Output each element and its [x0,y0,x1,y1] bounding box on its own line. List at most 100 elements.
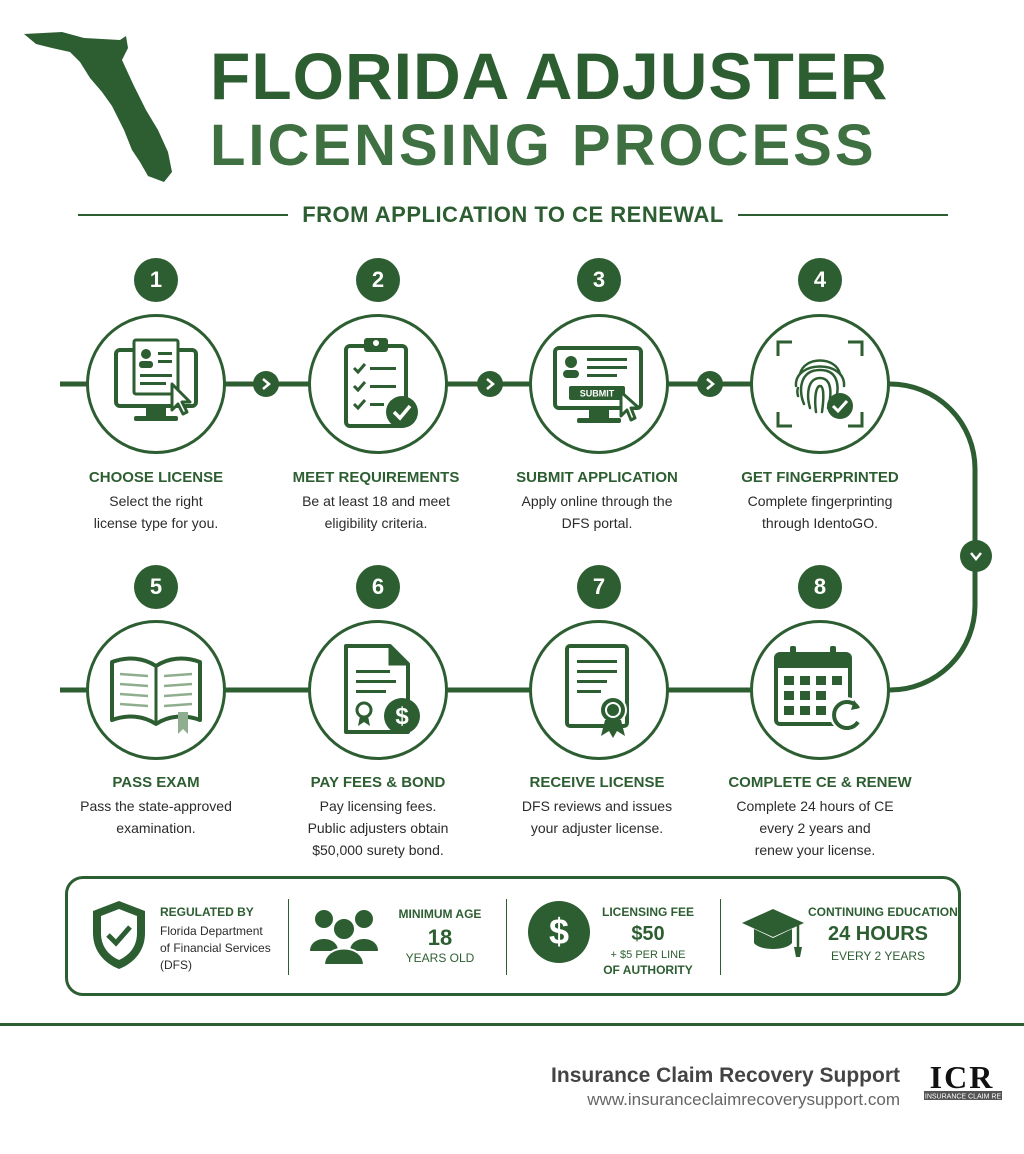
step-5-desc-line-2: examination. [116,820,196,836]
computer-submit-icon: SUBMIT [553,346,643,423]
florida-map-icon [24,32,172,182]
fee-label: LICENSING FEE [601,905,694,919]
step-1-desc-line-2: license type for you. [93,515,219,531]
regulated-line-3: (DFS) [160,958,192,972]
step-2-number: 2 [356,258,400,302]
step-4-desc-line-1: Complete fingerprinting [747,493,893,509]
step-4-description: Complete fingerprinting through IdentoGO… [710,490,930,534]
open-book-icon [110,656,202,734]
title-line-2: LICENSING PROCESS [210,113,877,178]
subtitle-rule-right [737,214,948,216]
footer-rule [0,1023,1024,1026]
fee-note-1: + $5 PER LINE [610,949,686,961]
step-6-desc-line-1: Pay licensing fees. [319,798,437,814]
fee-note-2: OF AUTHORITY [603,963,693,977]
step-6-number: 6 [356,565,400,609]
info-divider [720,899,721,975]
step-6-description: Pay licensing fees. Public adjusters obt… [268,795,488,861]
subtitle-row: FROM APPLICATION TO CE RENEWAL [78,200,948,230]
step-6-circle: $ [308,620,448,760]
step-6-desc-line-3: $50,000 surety bond. [312,842,444,858]
graduation-cap-icon [742,909,804,957]
step-1-number: 1 [134,258,178,302]
step-6-title: PAY FEES & BOND [310,774,446,791]
certificate-icon [565,644,629,738]
step-2-desc-line-1: Be at least 18 and meet [302,493,450,509]
step-7-desc-line-2: your adjuster license. [530,820,664,836]
subtitle-rule-left [78,214,289,216]
step-3-title: SUBMIT APPLICATION [516,469,678,486]
step-5-number: 5 [134,565,178,609]
info-bar: REGULATED BY Florida Department of Finan… [65,876,961,996]
clipboard-checklist-icon [344,338,418,428]
info-divider [288,899,289,975]
dollar-icon: $ [528,901,590,963]
company-logo: ICR INSURANCE CLAIM RE [924,1059,1002,1101]
regulated-label: REGULATED BY [160,905,254,919]
footer-url: www.insuranceclaimrecoverysupport.com [587,1090,900,1109]
chevron-right-icon [697,371,723,397]
title-line-1: FLORIDA ADJUSTER [210,39,889,113]
step-6-desc-line-2: Public adjusters obtain [307,820,449,836]
step-3-description: Apply online through the DFS portal. [487,490,707,534]
regulated-line-1: Florida Department [160,924,263,938]
fingerprint-icon [776,340,864,428]
step-2-description: Be at least 18 and meet eligibility crit… [266,490,486,534]
step-8-title: COMPLETE CE & RENEW [728,774,912,791]
step-8-description: Complete 24 hours of CE every 2 years an… [705,795,925,861]
step-8-desc-line-2: every 2 years and [759,820,871,836]
chevron-down-icon [960,540,992,572]
ce-value: 24 HOURS [827,923,929,945]
ce-unit: EVERY 2 YEARS [830,949,926,963]
subtitle: FROM APPLICATION TO CE RENEWAL [302,202,724,227]
step-8-desc-line-3: renew your license. [754,842,876,858]
step-7-description: DFS reviews and issues your adjuster lic… [487,795,707,839]
step-4-number: 4 [798,258,842,302]
people-group-icon [310,910,378,965]
step-4-circle [750,314,890,454]
step-2-title: MEET REQUIREMENTS [292,469,460,486]
step-3-desc-line-1: Apply online through the [521,493,673,509]
step-7-number: 7 [577,565,621,609]
age-unit: YEARS OLD [405,951,475,965]
step-5-circle [86,620,226,760]
chevron-right-icon [253,371,279,397]
step-7-desc-line-1: DFS reviews and issues [521,798,673,814]
step-1-title: CHOOSE LICENSE [88,469,224,486]
step-5-title: PASS EXAM [112,774,200,791]
logo-subtext: INSURANCE CLAIM RE [925,1094,1002,1101]
step-5-desc-line-1: Pass the state-approved [80,798,232,814]
step-5-description: Pass the state-approved examination. [46,795,266,839]
computer-profile-icon [114,338,198,421]
regulated-text: Florida Department of Financial Services… [160,923,271,974]
shield-check-icon [93,901,145,969]
ce-label: CONTINUING EDUCATION [808,905,958,919]
step-2-desc-line-2: eligibility criteria. [324,515,428,531]
footer-company-name: Insurance Claim Recovery Support [551,1064,900,1087]
step-1-circle [86,314,226,454]
submit-button-label: SUBMIT [580,389,615,399]
info-divider [506,899,507,975]
document-dollar-icon: $ [344,644,420,734]
step-1-description: Select the right license type for you. [46,490,266,534]
step-7-circle [529,620,669,760]
regulated-line-2: of Financial Services [160,941,271,955]
step-1-desc-line-1: Select the right [109,493,203,509]
step-4-title: GET FINGERPRINTED [741,469,899,486]
step-4-desc-line-2: through IdentoGO. [762,515,878,531]
step-7-title: RECEIVE LICENSE [529,774,665,791]
fee-value: $50 [631,923,665,945]
svg-text:$: $ [395,703,409,730]
step-3-number: 3 [577,258,621,302]
step-3-desc-line-2: DFS portal. [561,515,633,531]
calendar-renew-icon [774,646,863,731]
step-2-circle [308,314,448,454]
step-8-desc-line-1: Complete 24 hours of CE [736,798,894,814]
age-value: 18 [427,925,453,950]
step-3-circle: SUBMIT [529,314,669,454]
logo-text: ICR [930,1059,995,1095]
chevron-right-icon [477,371,503,397]
step-8-number: 8 [798,565,842,609]
step-8-circle [750,620,890,760]
